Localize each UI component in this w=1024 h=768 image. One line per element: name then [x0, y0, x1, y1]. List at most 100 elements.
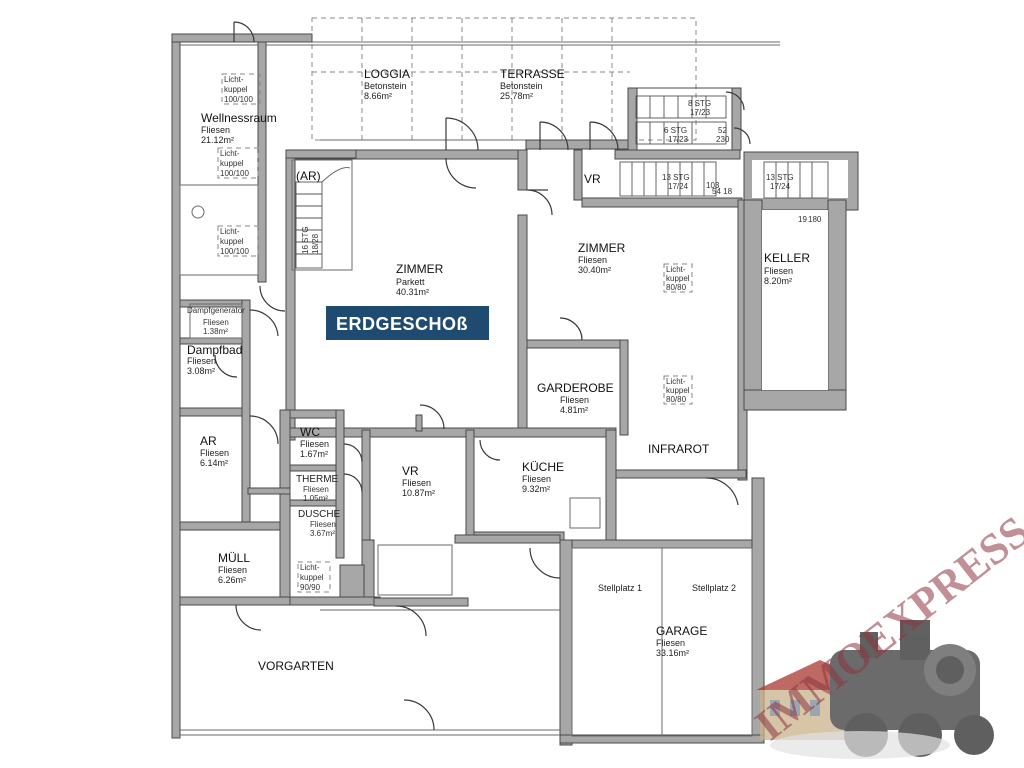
svg-text:Betonstein: Betonstein — [364, 81, 407, 91]
skylight: Licht- kuppel 80/80 — [663, 263, 693, 293]
svg-text:kuppel: kuppel — [300, 573, 324, 582]
room-dampfgenerator: Dampfgenerator Fliesen 1.38m² — [187, 306, 245, 336]
skylight: Licht- kuppel 90/90 — [297, 561, 331, 593]
svg-text:4.81m²: 4.81m² — [560, 405, 588, 415]
svg-text:Fliesen: Fliesen — [300, 439, 329, 449]
svg-text:6.14m²: 6.14m² — [200, 458, 228, 468]
svg-text:100/100: 100/100 — [224, 95, 253, 104]
svg-text:Betonstein: Betonstein — [500, 81, 543, 91]
skylight-group: Licht- kuppel 100/100 Licht- kuppel 100/… — [217, 73, 693, 593]
svg-text:Fliesen: Fliesen — [203, 318, 229, 327]
svg-text:Licht-: Licht- — [300, 563, 320, 572]
svg-text:Wellnessraum: Wellnessraum — [201, 111, 277, 125]
train-silhouette — [756, 620, 994, 759]
svg-text:Fliesen: Fliesen — [656, 638, 685, 648]
svg-text:8.20m²: 8.20m² — [764, 276, 792, 286]
svg-text:GARAGE: GARAGE — [656, 624, 707, 638]
svg-text:Fliesen: Fliesen — [578, 255, 607, 265]
room-muell: MÜLL Fliesen 6.26m² — [218, 551, 250, 585]
svg-text:1.38m²: 1.38m² — [203, 327, 228, 336]
room-garderobe: GARDEROBE Fliesen 4.81m² — [537, 381, 614, 415]
room-dampfbad: Dampfbad Fliesen 3.08m² — [187, 343, 242, 376]
svg-text:17/24: 17/24 — [668, 182, 689, 191]
svg-text:103: 103 — [706, 181, 720, 190]
svg-text:80/80: 80/80 — [666, 395, 687, 404]
svg-text:16 STG: 16 STG — [301, 226, 310, 254]
svg-text:19: 19 — [798, 215, 807, 224]
room-zimmer-fliesen: ZIMMER Fliesen 30.40m² — [578, 241, 626, 275]
svg-text:DUSCHE: DUSCHE — [298, 509, 341, 520]
svg-text:13 STG: 13 STG — [662, 173, 690, 182]
skylight: Licht- kuppel 100/100 — [221, 73, 261, 105]
svg-text:180: 180 — [808, 215, 822, 224]
room-terrasse: TERRASSE Betonstein 25.78m² — [500, 67, 565, 101]
room-garage: GARAGE Fliesen 33.16m² — [656, 624, 707, 658]
doors — [214, 21, 751, 731]
svg-text:Dampfgenerator: Dampfgenerator — [187, 306, 245, 315]
svg-text:Fliesen: Fliesen — [187, 356, 216, 366]
svg-text:6.26m²: 6.26m² — [218, 575, 246, 585]
svg-text:33.16m²: 33.16m² — [656, 648, 689, 658]
svg-text:Licht-: Licht- — [224, 75, 244, 84]
svg-text:WC: WC — [300, 425, 320, 439]
watermark-logo: IMMOEXPRESS — [746, 507, 1024, 759]
label-vorgarten: VORGARTEN — [258, 659, 334, 673]
svg-text:THERME: THERME — [296, 474, 339, 485]
svg-text:KÜCHE: KÜCHE — [522, 460, 564, 474]
svg-text:13 STG: 13 STG — [766, 173, 794, 182]
svg-text:TERRASSE: TERRASSE — [500, 67, 565, 81]
walls — [171, 33, 859, 746]
room-wellnessraum: Wellnessraum Fliesen 21.12m² — [201, 111, 277, 145]
svg-text:Licht-: Licht- — [220, 227, 240, 236]
label-stellplatz-1: Stellplatz 1 — [598, 583, 642, 593]
staircases — [295, 95, 829, 269]
room-zimmer-parkett: ZIMMER Parkett 40.31m² — [396, 262, 444, 297]
svg-text:Parkett: Parkett — [396, 277, 425, 287]
svg-text:Fliesen: Fliesen — [764, 266, 793, 276]
svg-text:25.78m²: 25.78m² — [500, 91, 533, 101]
svg-text:230: 230 — [716, 135, 730, 144]
room-wc: WC Fliesen 1.67m² — [300, 425, 329, 459]
skylight: Licht- kuppel 100/100 — [217, 147, 259, 179]
room-loggia: LOGGIA Betonstein 8.66m² — [364, 67, 410, 101]
svg-text:54 18: 54 18 — [712, 187, 733, 196]
svg-text:17/23: 17/23 — [668, 135, 689, 144]
svg-text:kuppel: kuppel — [220, 159, 244, 168]
svg-text:6 STG: 6 STG — [664, 126, 687, 135]
svg-text:Licht-: Licht- — [666, 265, 686, 274]
room-vr-center: VR Fliesen 10.87m² — [402, 464, 435, 498]
svg-text:10.87m²: 10.87m² — [402, 488, 435, 498]
svg-text:Licht-: Licht- — [220, 149, 240, 158]
room-keller: KELLER Fliesen 8.20m² — [764, 251, 810, 286]
detail-lines — [179, 159, 753, 737]
room-therme: THERME Fliesen 1.05m² — [296, 474, 339, 503]
room-kueche: KÜCHE Fliesen 9.32m² — [522, 460, 564, 494]
svg-text:Fliesen: Fliesen — [402, 478, 431, 488]
svg-text:Fliesen: Fliesen — [560, 395, 589, 405]
label-ar-small: (AR) — [296, 169, 321, 183]
svg-text:Dampfbad: Dampfbad — [187, 343, 242, 357]
svg-text:kuppel: kuppel — [224, 85, 248, 94]
floor-title-badge: ERDGESCHOß — [326, 306, 489, 340]
floor-title: ERDGESCHOß — [336, 314, 468, 334]
svg-text:3.08m²: 3.08m² — [187, 366, 215, 376]
svg-text:17/23: 17/23 — [690, 108, 711, 117]
svg-text:3.67m²: 3.67m² — [310, 529, 335, 538]
svg-text:9.32m²: 9.32m² — [522, 484, 550, 494]
misc-labels: (AR) VR INFRAROT VORGARTEN Stellplatz 1 … — [258, 169, 736, 673]
svg-text:40.31m²: 40.31m² — [396, 287, 429, 297]
skylight: Licht- kuppel 100/100 — [217, 225, 259, 257]
svg-text:Fliesen: Fliesen — [310, 520, 336, 529]
svg-text:GARDEROBE: GARDEROBE — [537, 381, 614, 395]
svg-text:Fliesen: Fliesen — [201, 125, 230, 135]
svg-text:30.40m²: 30.40m² — [578, 265, 611, 275]
svg-text:ZIMMER: ZIMMER — [578, 241, 626, 255]
label-stellplatz-2: Stellplatz 2 — [692, 583, 736, 593]
svg-text:ZIMMER: ZIMMER — [396, 262, 444, 276]
svg-text:MÜLL: MÜLL — [218, 551, 250, 565]
svg-text:52: 52 — [718, 126, 727, 135]
skylight: Licht- kuppel 80/80 — [663, 375, 693, 405]
svg-text:Fliesen: Fliesen — [522, 474, 551, 484]
svg-text:8 STG: 8 STG — [688, 99, 711, 108]
